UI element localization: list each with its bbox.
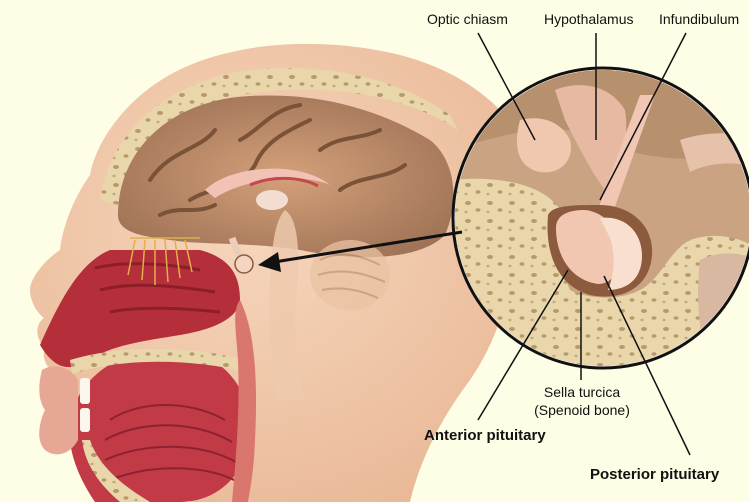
- label-posterior-pituitary: Posterior pituitary: [590, 466, 719, 483]
- label-sella-turcica: Sella turcica: [522, 384, 642, 400]
- thalamus: [256, 190, 288, 210]
- lips: [39, 366, 78, 454]
- label-hypothalamus: Hypothalamus: [544, 11, 634, 27]
- label-anterior-pituitary: Anterior pituitary: [424, 427, 546, 444]
- label-optic-chiasm: Optic chiasm: [427, 11, 508, 27]
- lower-tooth: [80, 408, 90, 432]
- label-infundibulum: Infundibulum: [659, 11, 739, 27]
- label-sella-turcica-sub: (Spenoid bone): [516, 402, 648, 418]
- upper-tooth: [80, 378, 90, 404]
